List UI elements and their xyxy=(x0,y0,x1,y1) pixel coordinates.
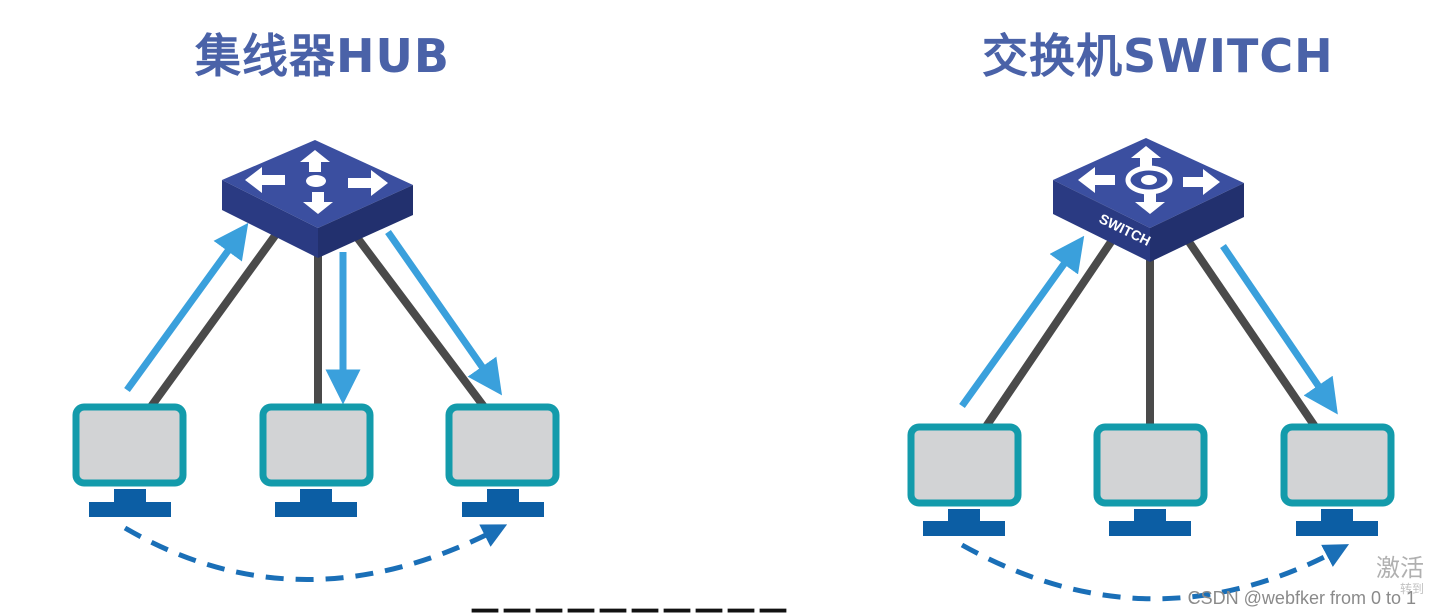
hub-data-arrows xyxy=(124,222,503,405)
csdn-watermark: CSDN @webfker from 0 to 1 xyxy=(1187,588,1416,608)
hub-arrow-up xyxy=(124,222,249,393)
hub-computer-1 xyxy=(72,403,187,517)
switch-cable-right xyxy=(1181,233,1320,431)
hub-device-icon xyxy=(222,140,413,258)
switch-title: 交换机SWITCH xyxy=(982,29,1334,83)
hub-arrow-down-right xyxy=(385,229,503,396)
activation-overlay-line2: 转到 xyxy=(1399,582,1424,596)
switch-cable-left xyxy=(981,230,1121,431)
switch-device-icon: SWITCH xyxy=(1053,138,1244,262)
hub-dashed-arrow xyxy=(123,524,508,582)
hub-title: 集线器HUB xyxy=(195,29,450,83)
activation-overlay-line1: 激活 xyxy=(1376,554,1424,582)
switch-computer-1 xyxy=(907,423,1022,536)
switch-computer-3 xyxy=(1280,423,1395,536)
cut-off-subtitle: —————————— xyxy=(470,600,980,615)
switch-arrow-up xyxy=(959,235,1085,409)
switch-arrow-down-right xyxy=(1220,244,1338,415)
hub-cable-right xyxy=(346,225,489,411)
switch-data-arrows xyxy=(959,235,1338,415)
subtitle-partial-text: —————————— xyxy=(470,600,980,615)
switch-dashed-arrow xyxy=(960,542,1350,602)
switch-computer-2 xyxy=(1093,423,1208,536)
switch-cables xyxy=(981,230,1320,431)
hub-computer-3 xyxy=(445,403,560,517)
hub-cables xyxy=(146,223,489,411)
hub-computer-2 xyxy=(259,403,374,517)
hub-cable-left xyxy=(146,223,286,411)
